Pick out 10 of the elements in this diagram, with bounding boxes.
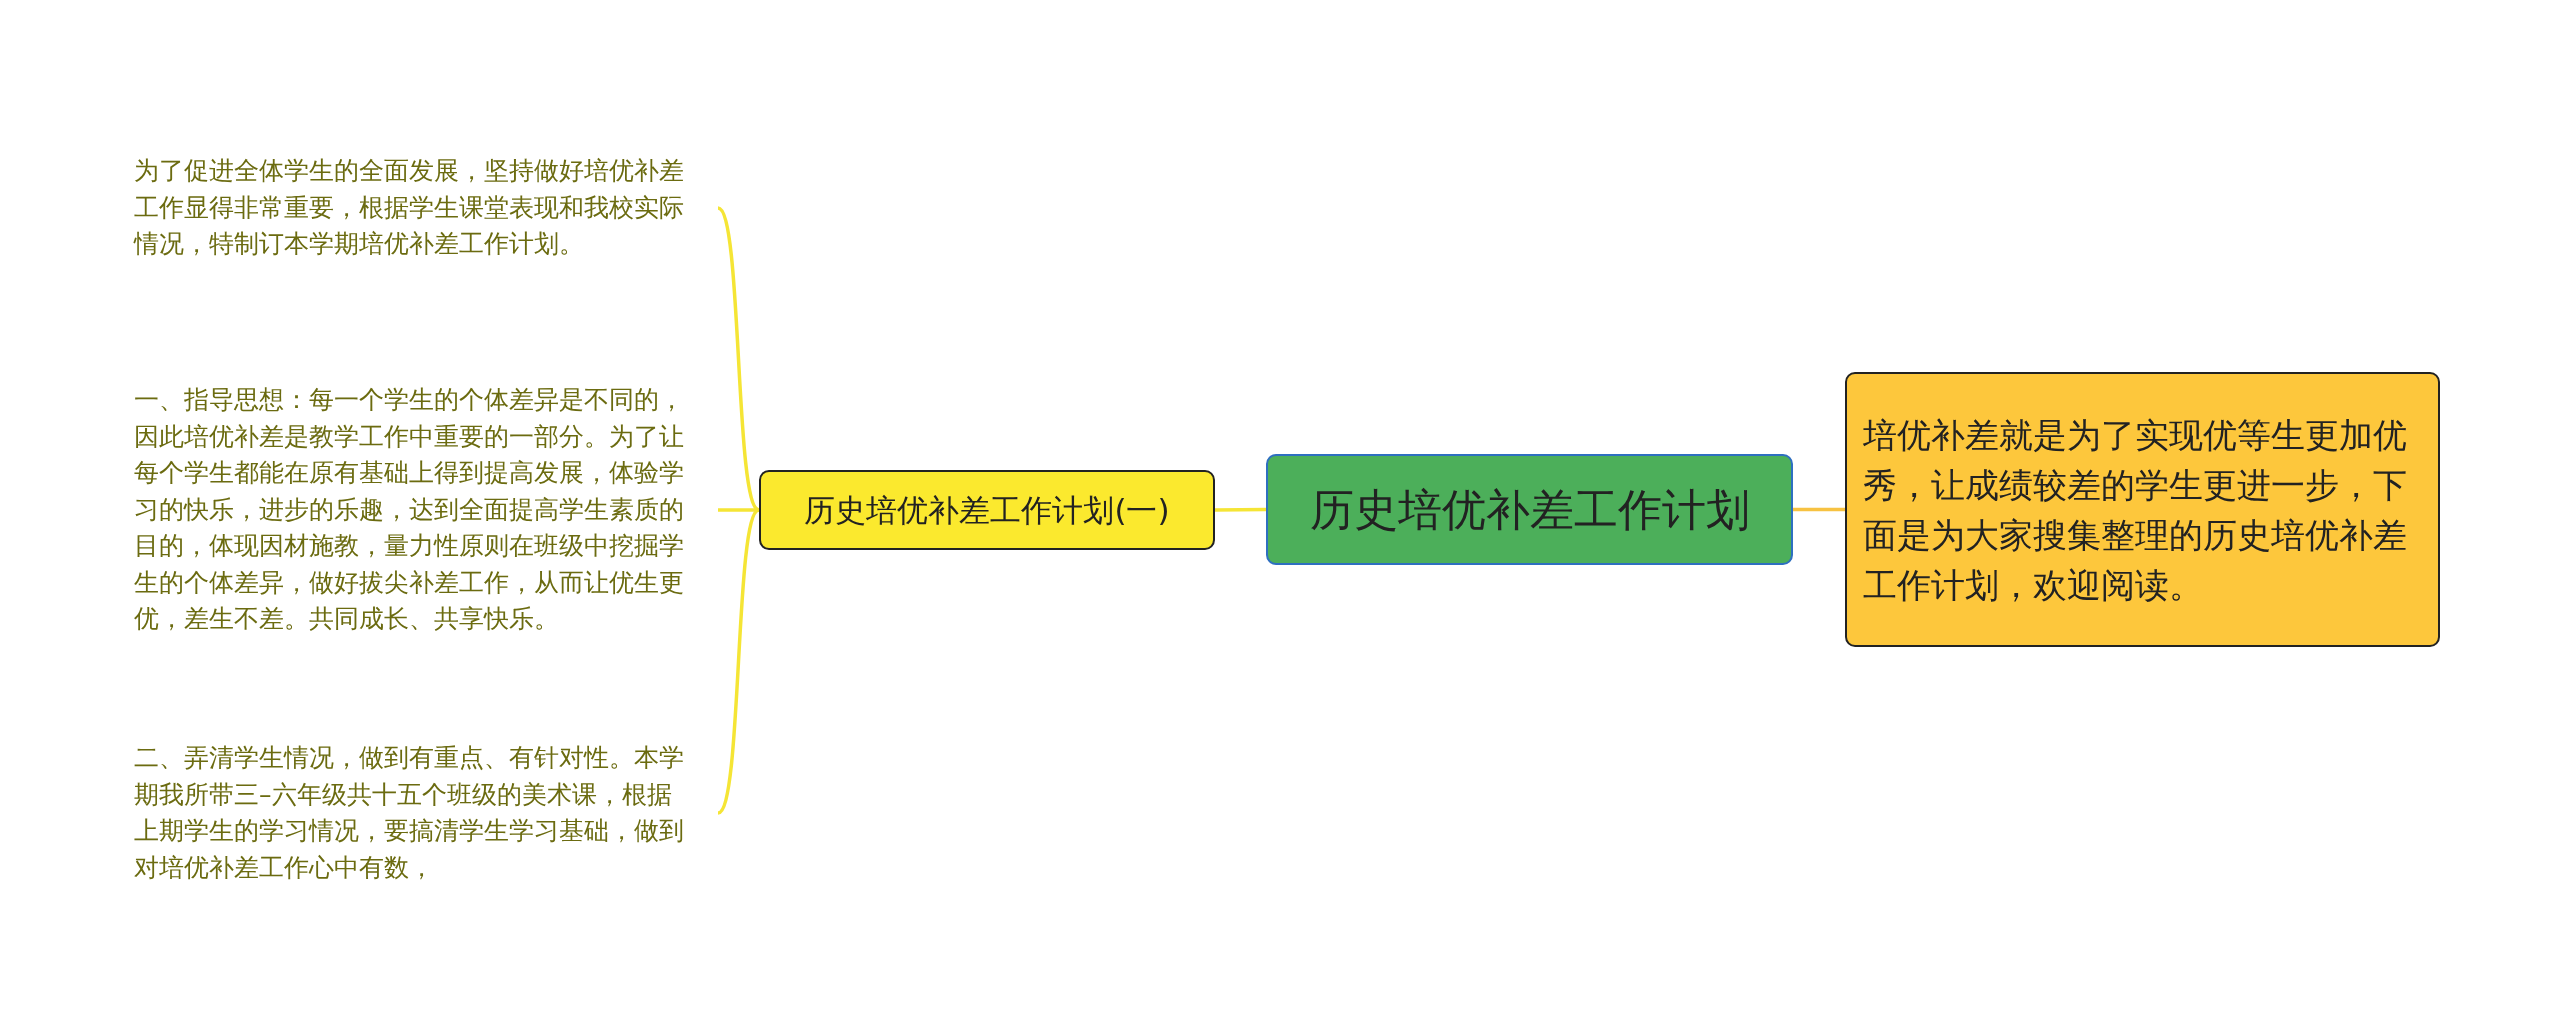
connector-line [1215, 507, 1266, 512]
connector-line [1793, 507, 1845, 512]
note-box: 培优补差就是为了实现优等生更加优秀，让成绩较差的学生更进一步，下面是为大家搜集整理的历史培优补差工作计划，欢迎阅读。 [1845, 372, 2440, 647]
branch-text: 二、弄清学生情况，做到有重点、有针对性。本学期我所带三–六年级共十五个班级的美术课，根据上期学生的学习情况，要搞清学生学习基础，做到对培优补差工作心中有数， [124, 736, 718, 890]
connector-line [718, 508, 759, 512]
subtopic-box: 历史培优补差工作计划(一) [759, 470, 1215, 550]
branch-text: 一、指导思想：每一个学生的个体差异是不同的，因此培优补差是教学工作中重要的一部分。为了让每个学生都能在原有基础上得到提高发展，体验学习的快乐，进步的乐趣，达到全面提高学生素质的目的，体现因材施教，量力性原则在班级中挖掘学生的个体差异，做好拔尖补差工作，从而让优生更优，差生不差。共同成长、共享快乐。 [124, 360, 718, 660]
connector-line [716, 508, 761, 815]
topic-box: 历史培优补差工作计划 [1266, 454, 1793, 565]
branch-text: 为了促进全体学生的全面发展，坚持做好培优补差工作显得非常重要，根据学生课堂表现和我校实际情况，特制订本学期培优补差工作计划。 [124, 128, 718, 288]
